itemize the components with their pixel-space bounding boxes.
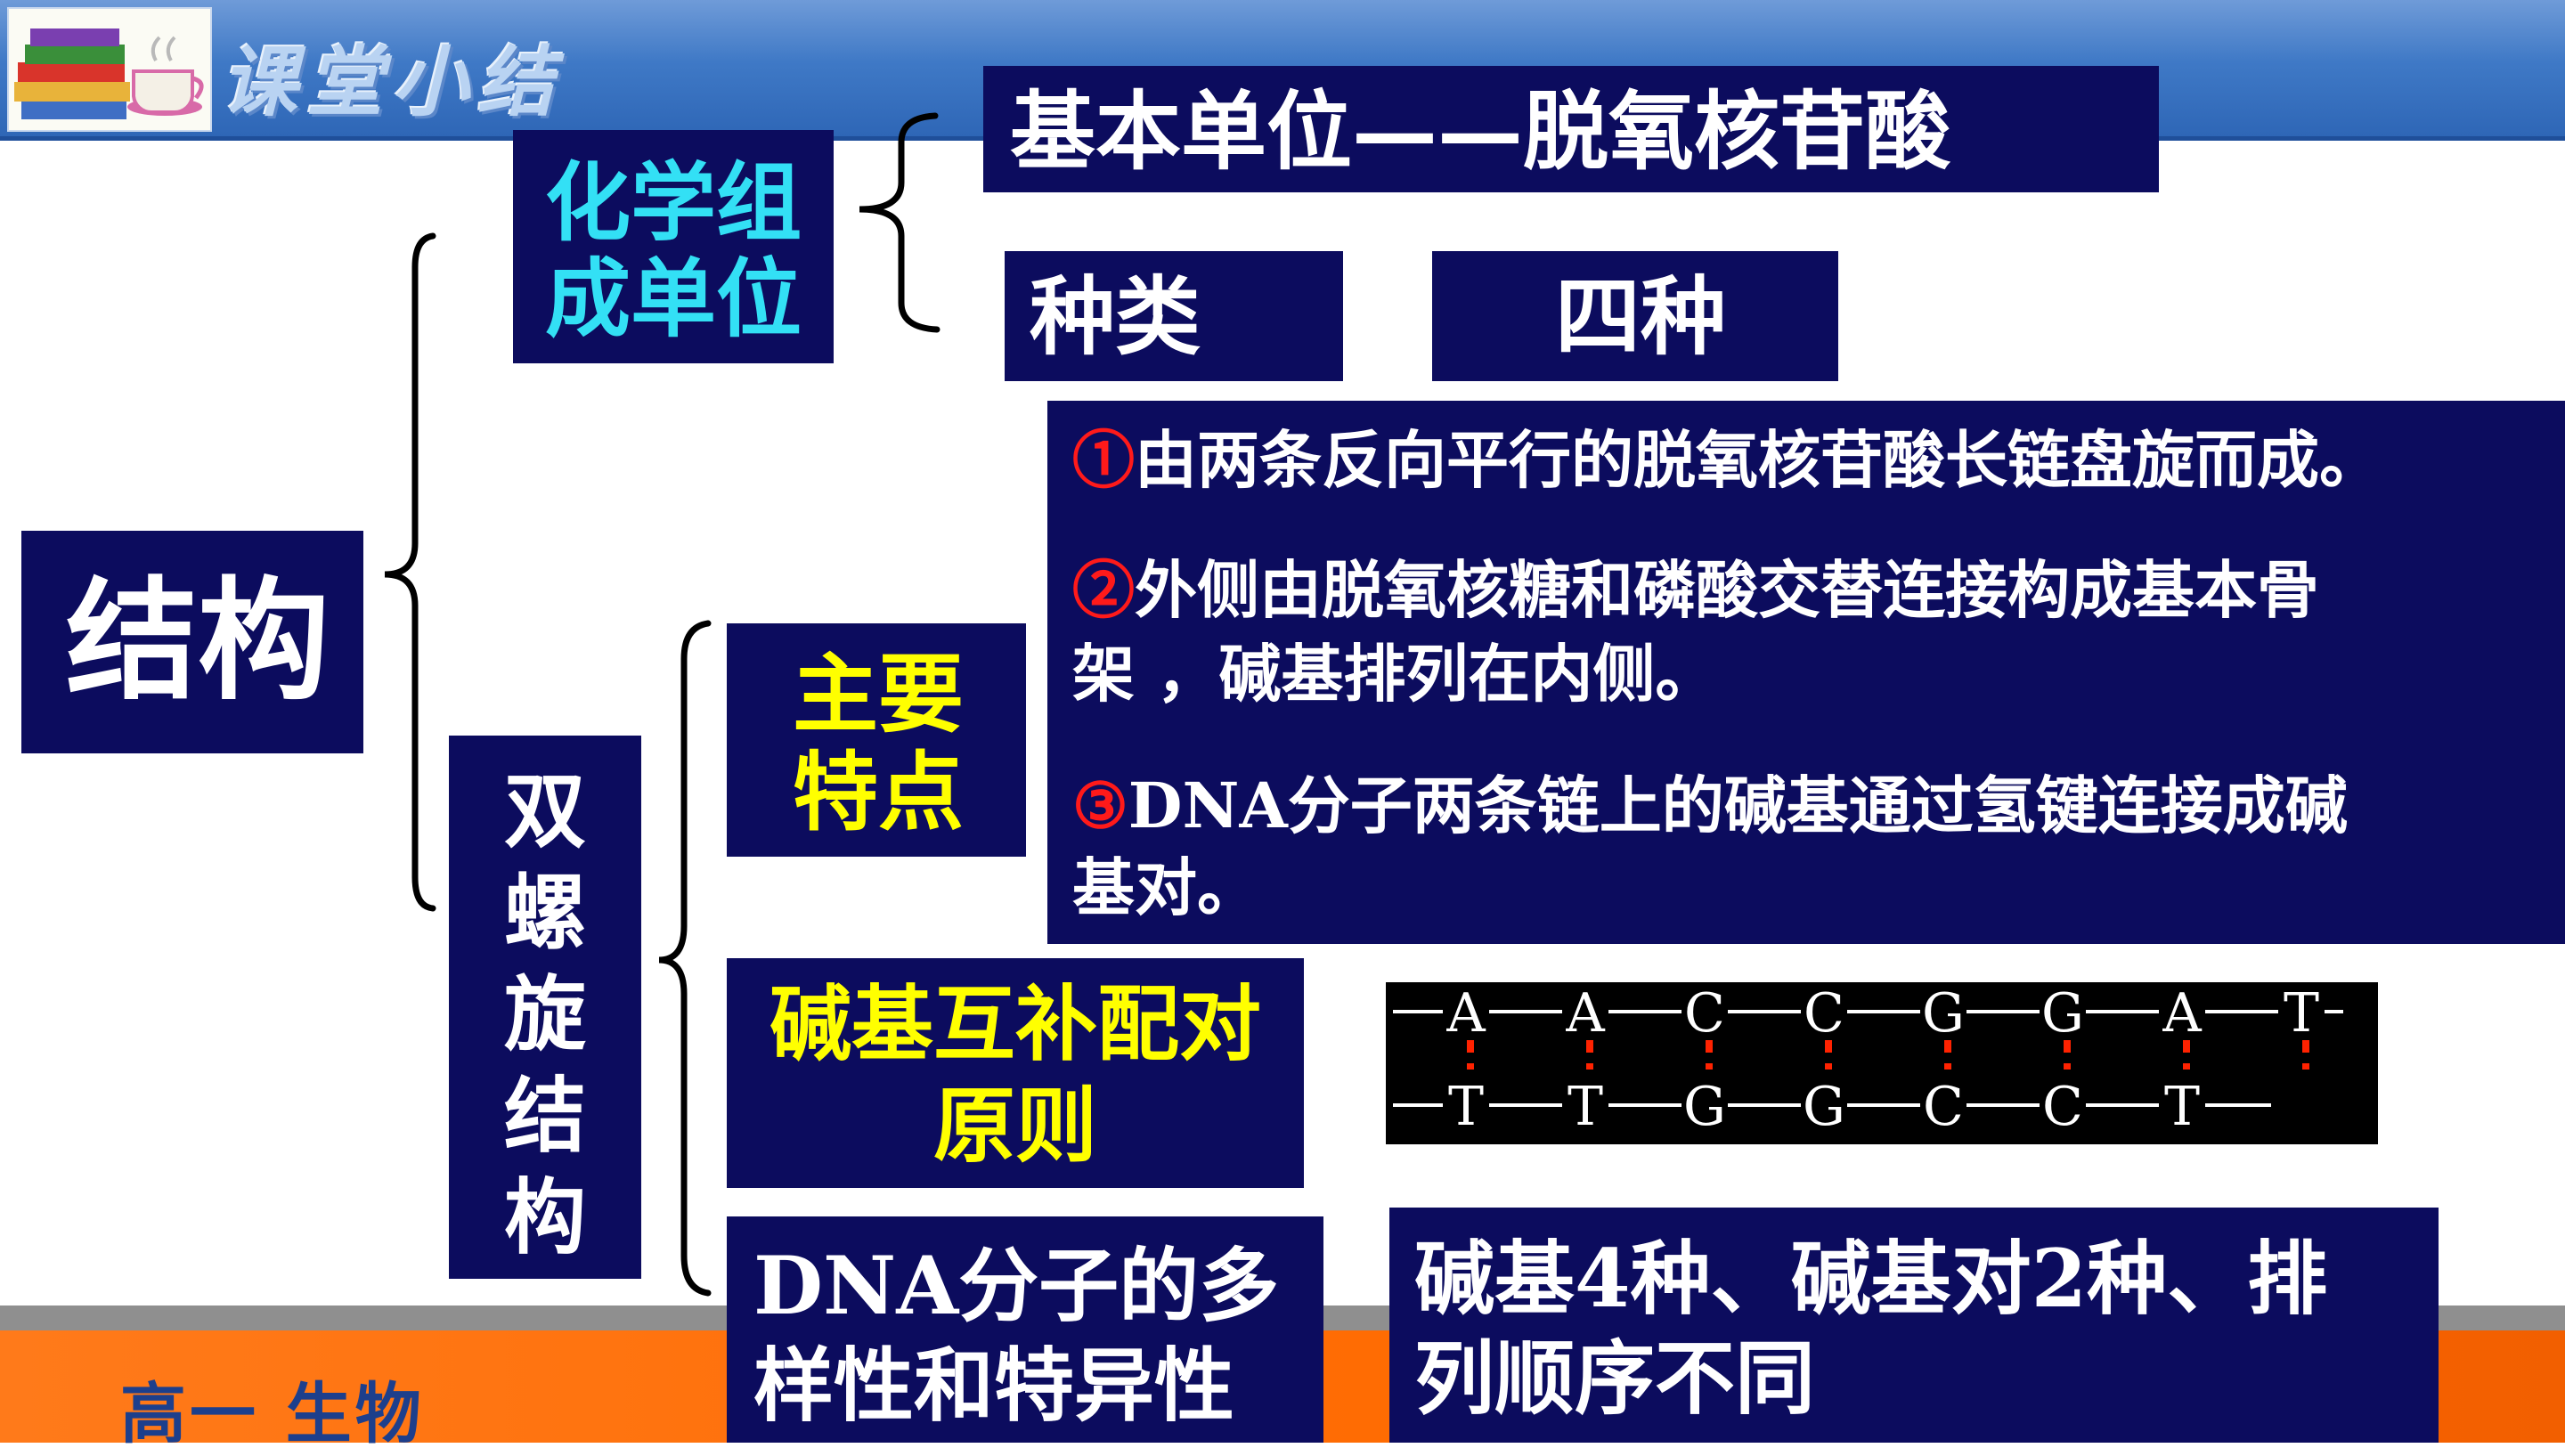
feature-2-number: ② [1072,553,1135,627]
diversity-desc-line2: 列顺序不同 [1414,1331,1815,1426]
structure-label: 结构 [66,563,330,718]
brace-double-helix [658,620,712,1297]
feature-1-text: 由两条反向平行的脱氧核苷酸长链盘旋而成。 [1135,423,2382,497]
top-base-A: A [1445,982,1486,1045]
top-base-A: A [1565,982,1605,1045]
feature-1-number: ① [1072,423,1135,497]
kinds-value-box: 四种 [1432,251,1838,381]
feature-1: ①由两条反向平行的脱氧核苷酸长链盘旋而成。 [1072,420,2382,500]
brace-structure [384,232,436,912]
bottom-base-T: T [1448,1076,1484,1138]
diversity-line2: 样性和特异性 [753,1338,1234,1433]
feature-3-text-line2: 基对。 [1072,850,1259,924]
double-helix-box: 双 螺 旋 结 构 [449,736,641,1279]
top-base-A: A [2162,982,2202,1045]
feature-2-text-line2: 架 ，碱基排列在内侧。 [1072,637,1718,711]
kinds-label-box: 种类 [1005,251,1343,381]
top-base-G: G [1922,982,1965,1045]
double-helix-label: 双 螺 旋 结 构 [503,763,586,1265]
feature-2: ②外侧由脱氧核糖和磷酸交替连接构成基本骨 [1072,550,2319,630]
bottom-base-T: T [2164,1076,2200,1138]
feature-2-text-line1: 外侧由脱氧核糖和磷酸交替连接构成基本骨 [1135,553,2319,627]
feature-3-number: ③ [1072,769,1128,842]
diversity-desc-box: 碱基4种、碱基对2种、排 列顺序不同 [1389,1208,2439,1443]
top-base-T: T [2284,982,2319,1045]
basic-unit-text: 基本单位——脱氧核苷酸 [1010,81,1950,182]
base-pairing-line1: 碱基互补配对 [769,976,1261,1072]
header-title: 课堂小结 [221,37,563,127]
chemical-unit-line2: 成单位 [545,248,802,349]
main-features-line2: 特点 [793,742,964,842]
structure-box: 结构 [21,531,363,753]
bottom-base-G: G [1683,1076,1726,1138]
chemical-unit-line1: 化学组 [545,152,802,253]
feature-3: ③DNA分子两条链上的碱基通过氢键连接成碱 [1072,766,2348,846]
bottom-base-T: T [1568,1076,1603,1138]
bottom-base-C: C [1923,1076,1964,1138]
bottom-base-C: C [2042,1076,2083,1138]
bottom-base-G: G [1803,1076,1845,1138]
diversity-desc-line1: 碱基4种、碱基对2种、排 [1414,1232,2328,1326]
base-pairing-line2: 原则 [932,1078,1097,1174]
features-box: ①由两条反向平行的脱氧核苷酸长链盘旋而成。 ②外侧由脱氧核糖和磷酸交替连接构成基… [1047,401,2565,944]
basic-unit-box: 基本单位——脱氧核苷酸 [983,66,2159,192]
base-pairing-box: 碱基互补配对 原则 [727,958,1304,1188]
chemical-unit-box: 化学组 成单位 [513,130,834,363]
main-features-box: 主要 特点 [727,623,1026,857]
top-base-G: G [2041,982,2084,1045]
diversity-line1: DNA分子的多 [753,1239,1280,1333]
diversity-box: DNA分子的多 样性和特异性 [727,1216,1323,1443]
kinds-value: 四种 [1555,266,1726,367]
top-base-C: C [1804,982,1844,1045]
books-teacup-logo-icon [7,7,212,132]
footer-course-label: 高一 生物 [120,1376,425,1452]
brace-chem-unit [859,112,940,333]
top-base-C: C [1684,982,1725,1045]
main-features-line1: 主要 [793,644,964,744]
kinds-label: 种类 [1030,266,1201,367]
feature-3-text-line1: DNA分子两条链上的碱基通过氢键连接成碱 [1128,769,2348,842]
